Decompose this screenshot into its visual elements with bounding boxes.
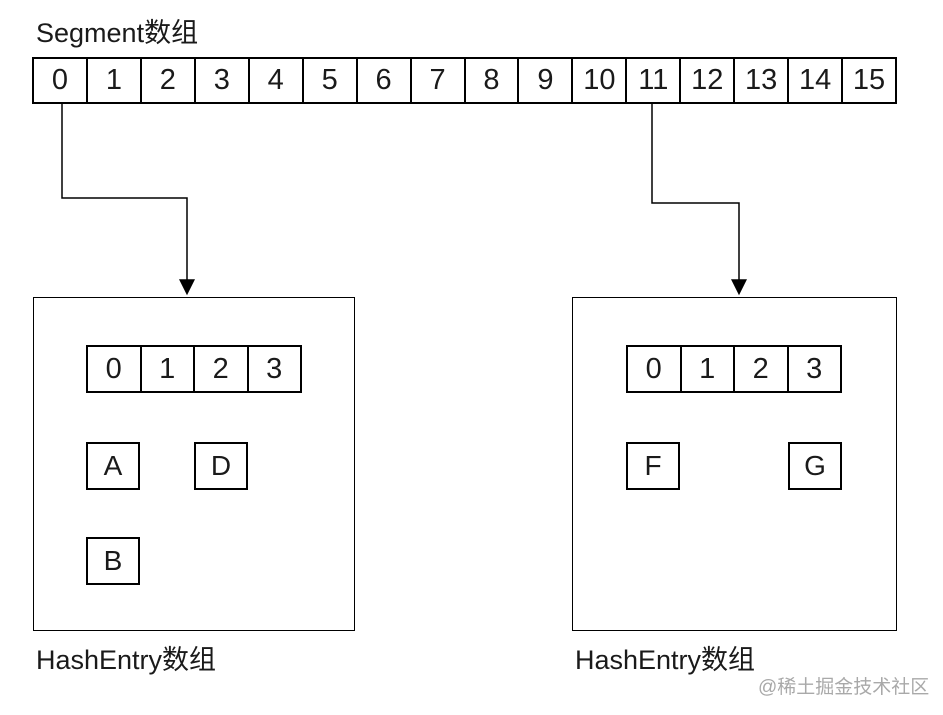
segment-cell-15: 15 [841, 59, 895, 102]
segment-array-title: Segment数组 [36, 18, 199, 48]
segment-cell-10: 10 [571, 59, 625, 102]
segment-cell-4: 4 [247, 59, 302, 102]
segment-cell-1: 1 [85, 59, 140, 102]
right-hashentry-cell-1: 1 [679, 347, 734, 391]
right-hashentry-cell-2: 2 [733, 347, 787, 391]
node-f: F [626, 442, 680, 490]
segment-cell-8: 8 [463, 59, 518, 102]
right-hashentry-cell-3: 3 [786, 347, 841, 391]
node-d: D [194, 442, 248, 490]
right-hashentry-array: 0 1 2 3 [626, 345, 842, 393]
segment-cell-7: 7 [409, 59, 464, 102]
segment-cell-9: 9 [517, 59, 571, 102]
segment0-to-left-bucket-arrow [61, 104, 195, 296]
right-hashentry-cell-0: 0 [645, 352, 662, 385]
left-hashentry-cell-1: 1 [139, 347, 194, 391]
segment-array: 0 1 2 3 4 5 6 7 8 9 10 11 12 13 14 15 [32, 57, 897, 104]
node-b: B [86, 537, 140, 585]
segment-cell-3: 3 [193, 59, 248, 102]
segment-cell-11: 11 [625, 59, 679, 102]
segment-cell-0: 0 [51, 64, 69, 96]
segment-cell-12: 12 [679, 59, 733, 102]
segment11-to-right-bucket-arrow [651, 104, 747, 296]
node-a: A [86, 442, 140, 490]
right-hashentry-label: HashEntry数组 [575, 645, 756, 675]
left-hashentry-cell-3: 3 [246, 347, 301, 391]
left-hashentry-array: 0 1 2 3 [86, 345, 302, 393]
left-hashentry-cell-0: 0 [105, 352, 122, 385]
left-hashentry-cell-2: 2 [193, 347, 247, 391]
segment-cell-2: 2 [139, 59, 194, 102]
segment-cell-14: 14 [787, 59, 841, 102]
juejin-watermark: @稀土掘金技术社区 [758, 677, 930, 698]
segment-cell-13: 13 [733, 59, 787, 102]
segment-cell-6: 6 [355, 59, 410, 102]
segment-cell-5: 5 [301, 59, 356, 102]
left-hashentry-label: HashEntry数组 [36, 645, 217, 675]
node-g: G [788, 442, 842, 490]
